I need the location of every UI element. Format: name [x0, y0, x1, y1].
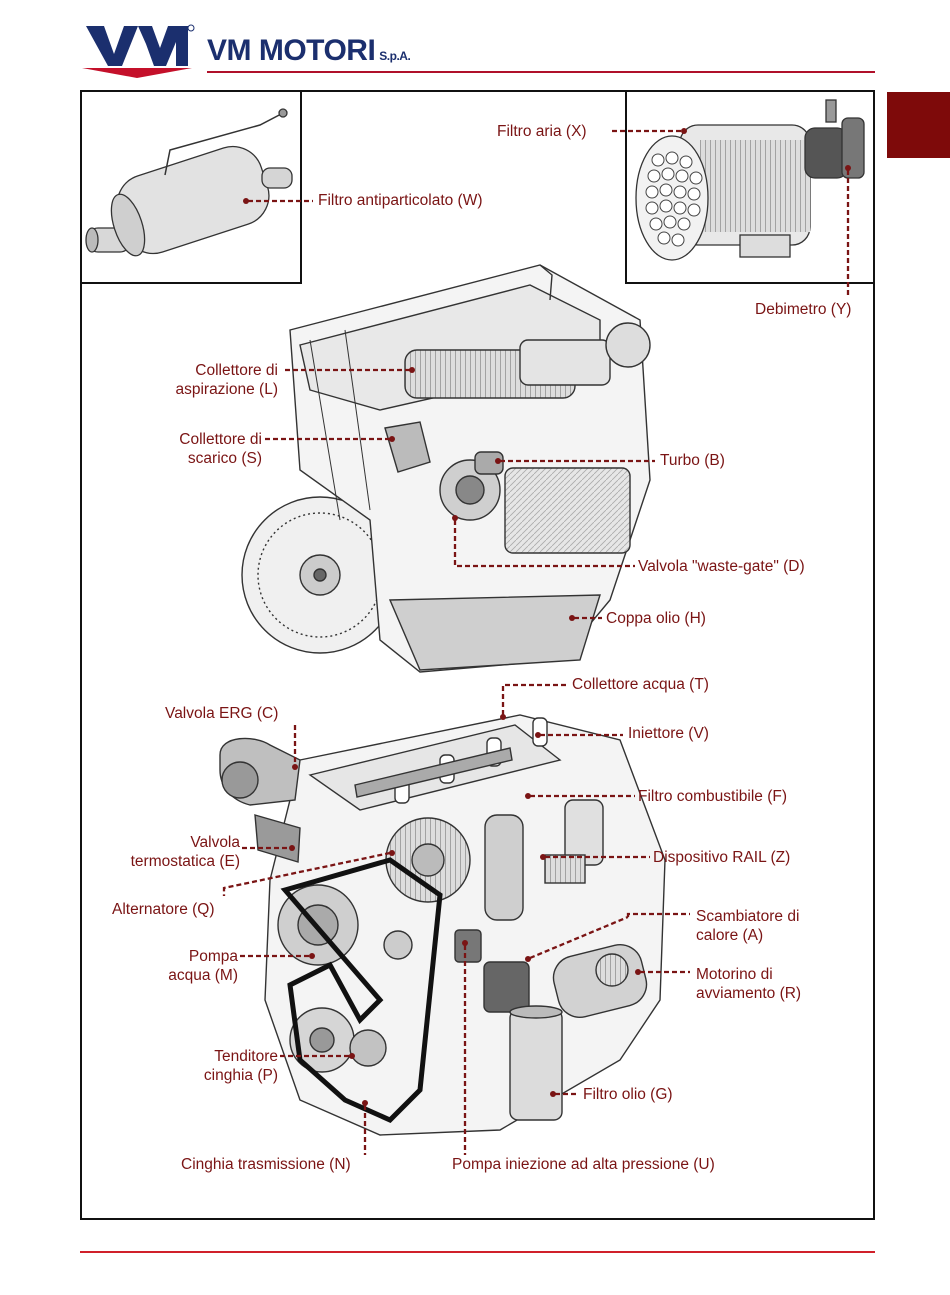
- dpf-illustration: [85, 108, 293, 257]
- label-valvola-erg: Valvola ERG (C): [165, 705, 279, 722]
- label-line: Motorino di: [696, 966, 773, 983]
- label-collettore-scarico: Collettore di scarico (S): [150, 430, 262, 468]
- airfilter-illustration: [635, 99, 865, 261]
- label-line: Valvola: [190, 834, 240, 851]
- label-coppa-olio: Coppa olio (H): [606, 610, 706, 627]
- figure-frame: [80, 90, 875, 1220]
- label-pompa-acqua: Pompa acqua (M): [150, 947, 238, 985]
- label-filtro-antiparticolato: Filtro antiparticolato (W): [318, 192, 483, 209]
- brand-suffix: S.p.A.: [379, 49, 411, 63]
- upper-engine-illustration: [241, 264, 651, 673]
- label-valvola-termostatica: Valvola termostatica (E): [100, 833, 240, 871]
- label-pompa-iniezione: Pompa iniezione ad alta pressione (U): [452, 1156, 715, 1173]
- label-debimetro: Debimetro (Y): [755, 301, 852, 318]
- label-collettore-acqua: Collettore acqua (T): [572, 676, 709, 693]
- label-line: avviamento (R): [696, 985, 802, 1002]
- label-line: Tenditore: [214, 1048, 278, 1065]
- label-line: aspirazione (L): [175, 381, 278, 398]
- vm-logo: [82, 24, 195, 78]
- label-alternatore: Alternatore (Q): [112, 901, 215, 918]
- label-dispositivo-rail: Dispositivo RAIL (Z): [653, 849, 791, 866]
- label-iniettore: Iniettore (V): [628, 725, 709, 742]
- label-line: Pompa: [188, 948, 238, 965]
- lower-engine-illustration: [219, 714, 666, 1136]
- label-line: scarico (S): [187, 450, 262, 467]
- label-filtro-combustibile: Filtro combustibile (F): [638, 788, 787, 805]
- label-filtro-olio: Filtro olio (G): [583, 1086, 673, 1103]
- label-scambiatore-calore: Scambiatore di calore (A): [696, 907, 799, 945]
- label-tenditore-cinghia: Tenditore cinghia (P): [180, 1047, 278, 1085]
- label-filtro-aria: Filtro aria (X): [497, 123, 587, 140]
- label-line: Collettore di: [179, 431, 262, 448]
- label-cinghia-trasmissione: Cinghia trasmissione (N): [181, 1156, 351, 1173]
- section-tab: [887, 92, 950, 158]
- label-line: Scambiatore di: [696, 908, 800, 925]
- footer-rule: [80, 1251, 875, 1253]
- label-valvola-waste-gate: Valvola "waste-gate" (D): [638, 558, 805, 575]
- label-line: Collettore di: [195, 362, 278, 379]
- label-line: termostatica (E): [130, 853, 240, 870]
- label-turbo: Turbo (B): [660, 452, 725, 469]
- leader-lines: [222, 129, 850, 1155]
- label-line: calore (A): [696, 927, 764, 944]
- label-collettore-aspirazione: Collettore di aspirazione (L): [140, 361, 278, 399]
- label-line: cinghia (P): [203, 1067, 278, 1084]
- leader-dots: [243, 128, 851, 1106]
- header-rule: [207, 71, 875, 73]
- label-line: acqua (M): [168, 967, 238, 984]
- label-motorino-avviamento: Motorino di avviamento (R): [696, 965, 801, 1003]
